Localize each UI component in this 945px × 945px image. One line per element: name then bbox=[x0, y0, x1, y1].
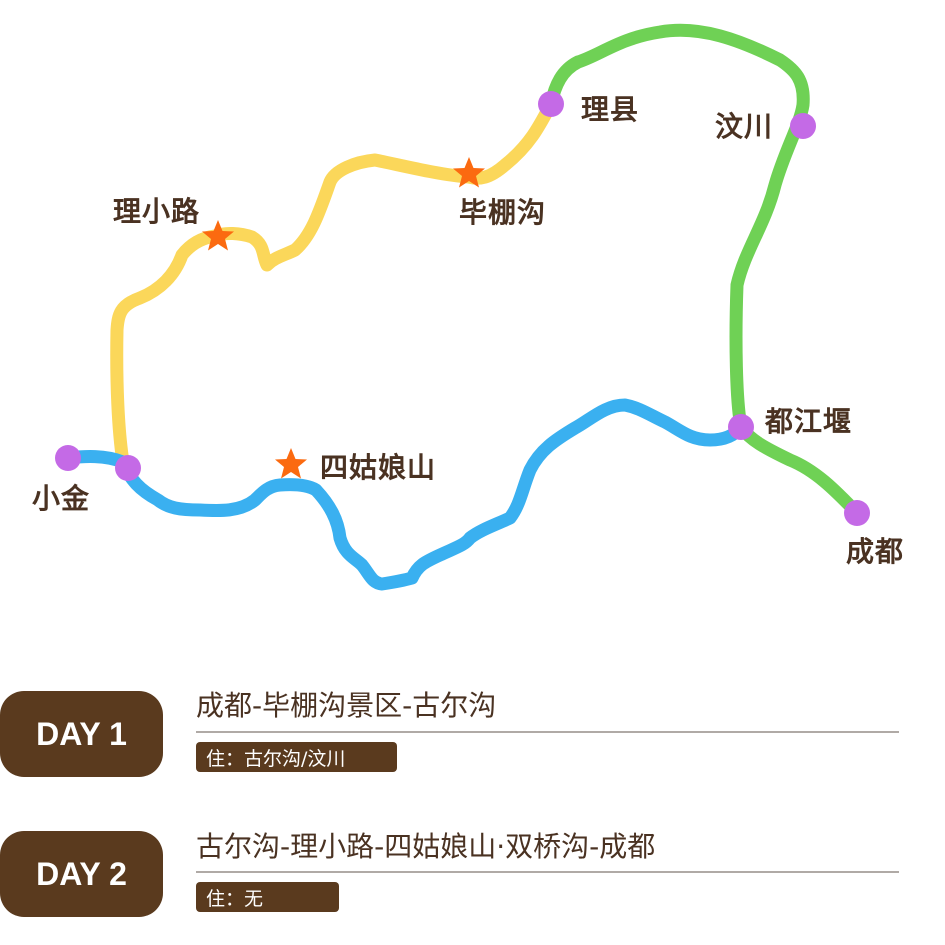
route-yellow bbox=[110, 97, 558, 469]
label-bipenggou: 毕棚沟 bbox=[459, 196, 547, 229]
node-chengdu bbox=[844, 500, 870, 526]
label-dujiangyan: 都江堰 bbox=[765, 405, 853, 438]
node-wenchuan bbox=[790, 113, 816, 139]
label-lixian: 理县 bbox=[581, 93, 640, 126]
day1-divider bbox=[196, 731, 899, 733]
day2-divider bbox=[196, 871, 899, 873]
node-lixian bbox=[538, 91, 564, 117]
label-chengdu: 成都 bbox=[846, 535, 905, 568]
label-xiaojin: 小金 bbox=[32, 482, 91, 515]
route-map bbox=[55, 23, 870, 591]
label-lixiaolu: 理小路 bbox=[113, 195, 201, 228]
star-icon-bipenggou bbox=[453, 157, 485, 188]
node-xiaojin bbox=[55, 445, 81, 471]
day1-route: 成都-毕棚沟景区-古尔沟 bbox=[196, 689, 497, 722]
day1-stay-tag: 住：古尔沟/汶川 bbox=[196, 742, 397, 772]
label-siguniangshan: 四姑娘山 bbox=[320, 451, 437, 484]
node-xiaojin-junction bbox=[115, 455, 141, 481]
route-green bbox=[544, 23, 864, 520]
label-wenchuan: 汶川 bbox=[715, 110, 774, 143]
star-icon-lixiaolu bbox=[202, 220, 234, 251]
day2-route: 古尔沟-理小路-四姑娘山·双桥沟-成都 bbox=[196, 830, 656, 863]
route-blue bbox=[61, 398, 748, 591]
day1-badge: DAY 1 bbox=[0, 691, 163, 777]
day2-stay-tag: 住：无 bbox=[196, 882, 339, 912]
node-dujiangyan bbox=[728, 414, 754, 440]
star-icon-siguniangshan bbox=[275, 448, 307, 479]
day2-badge: DAY 2 bbox=[0, 831, 163, 917]
